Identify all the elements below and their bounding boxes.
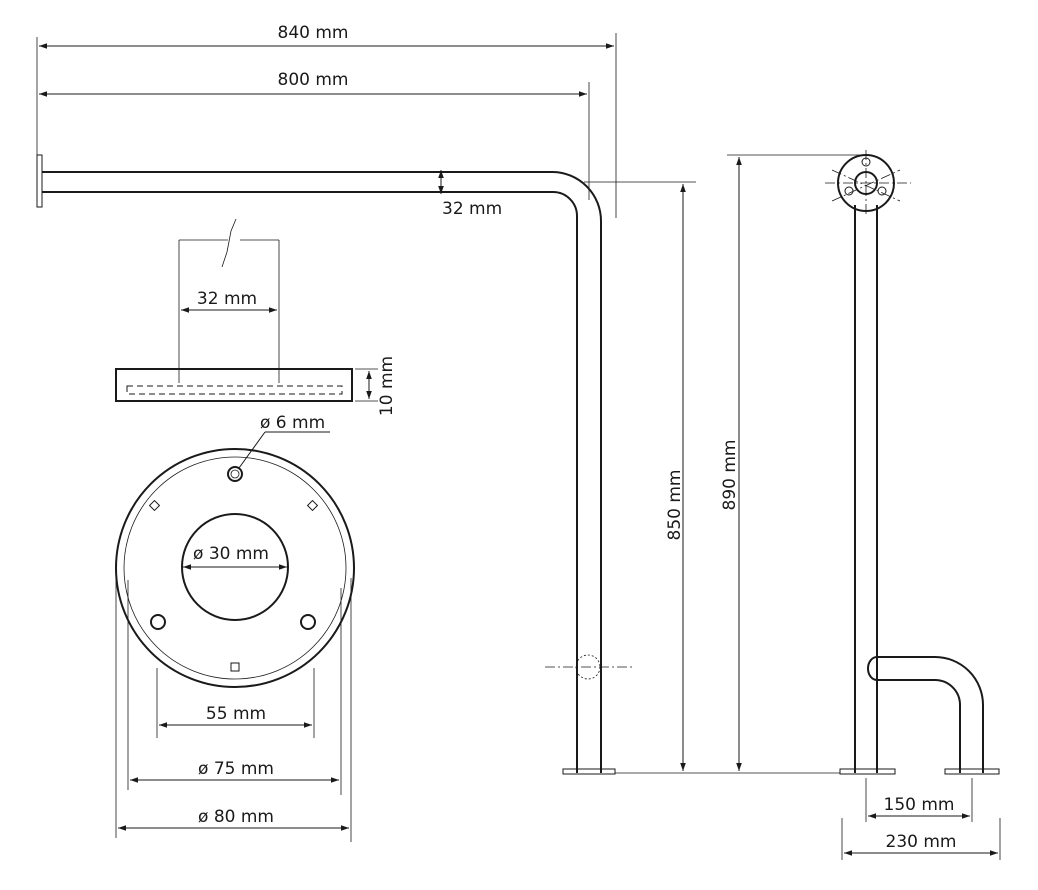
arm-outer-line [42,171,602,773]
dim-800: 800 mm [39,70,590,200]
screw-hole-top [227,466,243,482]
dim-label-150: 150 mm [884,795,955,815]
dim-890: 890 mm [720,154,868,771]
dim-label-850: 850 mm [665,470,685,541]
marker-square-left [148,499,161,512]
plate-section-detail: 32 mm 10 mm [115,218,397,416]
wall-plate-edge [36,154,43,208]
leg-inner [877,679,961,773]
dim-32-top: 32 mm [438,170,502,219]
marker-square-right [306,499,319,512]
dim-label-55: 55 mm [206,704,266,724]
leg-outer [877,656,984,773]
dim-label-32-detail: 32 mm [197,289,257,309]
plate-section [115,368,353,402]
break-symbol [221,218,237,268]
arm-inner-line [42,191,578,773]
dim-label-30: ø 30 mm [193,544,269,564]
dim-230: 230 mm [841,818,1001,860]
screw-hole-right [300,614,316,630]
plate-bolt-circle [123,456,347,680]
dim-850: 850 mm [584,181,840,774]
dim-label-230: 230 mm [886,832,957,852]
side-foot-plate-left [839,768,896,775]
dim-840: 840 mm [36,23,617,218]
dim-label-890: 890 mm [720,440,740,511]
flange-screw-hole-top [861,157,871,167]
center-hole [181,513,289,621]
side-foot-plate-right [944,768,1000,775]
plate-outer-circle [115,448,355,688]
foot-plate [562,768,616,775]
dim-label-80: ø 80 mm [198,807,274,827]
dim-label-75: ø 75 mm [198,759,274,779]
dim-label-6: ø 6 mm [260,413,325,433]
screw-hole-left [150,614,166,630]
side-view [825,150,1000,775]
plate-hidden-line [126,385,343,395]
leg-cut [867,656,878,681]
dim-label-800: 800 mm [278,70,349,90]
top-view-arm [36,154,632,775]
dim-label-840: 840 mm [278,23,349,43]
flange-screw-hole-left [844,186,854,196]
dim-label-10: 10 mm [377,356,397,416]
round-plate-view: ø 30 mm ø 6 mm 55 mm ø 75 mm ø 80 mm [115,413,355,842]
dim-label-32-top: 32 mm [442,199,502,219]
dim-150: 150 mm [865,778,973,822]
marker-square-bottom [230,662,240,672]
